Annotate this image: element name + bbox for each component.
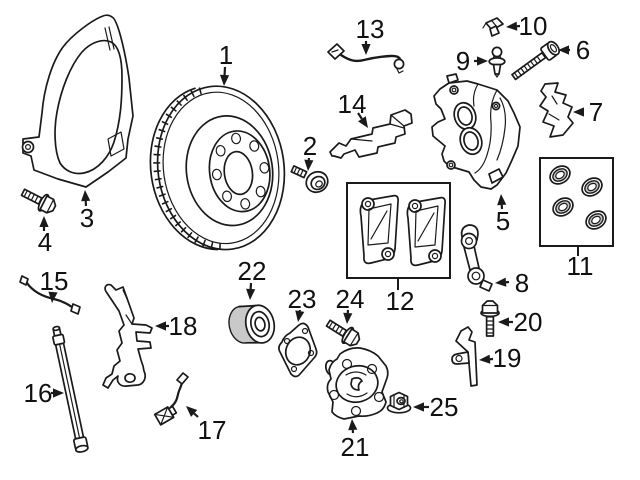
callout-arrow-5 — [497, 194, 507, 210]
callout-number-17: 17 — [198, 415, 227, 445]
part-19-sensor-bracket — [451, 326, 478, 387]
callout-arrow-19 — [479, 354, 494, 364]
callout-number-16: 16 — [24, 378, 53, 408]
callout-number-19: 19 — [493, 343, 522, 373]
part-6-caliper-bolt — [511, 40, 561, 81]
callout-arrow-6 — [558, 45, 570, 55]
callout-arrow-20 — [498, 317, 513, 327]
callout-15-sensor-wire: 15 — [40, 266, 69, 303]
callout-arrow-21 — [348, 419, 358, 434]
callout-1-brake-disc: 1 — [219, 40, 233, 86]
callout-number-12: 12 — [386, 286, 415, 316]
callout-arrow-16 — [51, 388, 64, 398]
callout-arrow-9 — [474, 56, 488, 66]
part-7-pad-retaining-spring — [539, 82, 574, 138]
part-18-hose-bracket — [102, 283, 153, 389]
kit-box-12-brake-pad-set: 12 — [346, 182, 451, 316]
callout-number-13: 13 — [356, 14, 385, 44]
callout-number-5: 5 — [496, 206, 510, 236]
part-9-bleeder-valve — [488, 46, 506, 78]
part-22-wheel-bearing — [228, 304, 276, 344]
callout-number-6: 6 — [576, 35, 590, 65]
callout-number-7: 7 — [589, 97, 603, 127]
callout-number-3: 3 — [80, 203, 94, 233]
callout-number-20: 20 — [514, 307, 543, 337]
callout-number-10: 10 — [519, 11, 548, 41]
part-10-bleeder-cap — [482, 17, 504, 37]
callout-13-wear-sensor-wire: 13 — [356, 14, 385, 55]
callout-22-wheel-bearing: 22 — [238, 256, 267, 300]
part-23-bearing-plate — [278, 322, 318, 378]
callout-number-9: 9 — [456, 46, 470, 76]
callout-arrow-7 — [573, 107, 584, 117]
callout-23-bearing-plate: 23 — [288, 284, 317, 322]
kit-box-11-caliper-seal-kit: 11 — [539, 157, 614, 281]
callout-arrow-17 — [186, 406, 199, 418]
callout-number-25: 25 — [430, 392, 459, 422]
callout-6-caliper-bolt: 6 — [558, 35, 590, 65]
callout-number-24: 24 — [336, 284, 365, 314]
kit-box-frame-11 — [539, 157, 614, 247]
callout-8-guide-link: 8 — [495, 268, 529, 298]
callout-arrow-1 — [219, 66, 230, 86]
part-13-wear-sensor-wire — [327, 43, 405, 74]
callout-arrow-2 — [304, 157, 314, 171]
callout-17-speed-sensor: 17 — [186, 406, 226, 445]
callout-arrow-8 — [495, 277, 510, 287]
part-21-wheel-hub — [324, 347, 389, 420]
callout-arrow-24 — [343, 309, 353, 324]
callout-20-bracket-bolt: 20 — [498, 307, 542, 337]
part-17-speed-sensor — [153, 372, 189, 426]
callout-arrow-4 — [39, 216, 49, 231]
callout-number-1: 1 — [219, 40, 233, 70]
callout-3-splash-shield: 3 — [80, 190, 94, 233]
callout-2-disc-screw: 2 — [303, 131, 317, 171]
callout-number-21: 21 — [341, 432, 370, 462]
part-25-axle-nut — [386, 391, 412, 414]
callout-25-axle-nut: 25 — [413, 392, 458, 422]
callout-arrow-23 — [295, 309, 305, 322]
callout-19-sensor-bracket: 19 — [479, 343, 521, 373]
callout-number-15: 15 — [40, 266, 69, 296]
callout-5-brake-caliper: 5 — [496, 194, 510, 236]
callout-arrow-13 — [361, 41, 371, 55]
callout-9-bleeder-valve: 9 — [456, 46, 488, 76]
callout-18-hose-bracket: 18 — [155, 311, 197, 341]
callout-number-22: 22 — [238, 256, 267, 286]
callout-21-wheel-hub: 21 — [341, 419, 370, 462]
callout-arrow-10 — [506, 21, 521, 31]
callout-number-2: 2 — [303, 131, 317, 161]
callout-arrow-3 — [81, 190, 91, 207]
callout-number-11: 11 — [567, 251, 594, 281]
callout-16-brake-hose: 16 — [24, 378, 64, 408]
part-5-brake-caliper — [431, 73, 521, 190]
part-3-splash-shield — [21, 14, 134, 188]
callout-arrow-15 — [48, 291, 58, 303]
callout-arrow-14 — [357, 112, 368, 128]
callout-10-bleeder-cap: 10 — [506, 11, 547, 41]
callout-arrow-25 — [413, 402, 429, 412]
callout-14-retainer-bracket: 14 — [338, 89, 368, 128]
part-8-guide-link — [460, 224, 493, 292]
callout-number-4: 4 — [38, 227, 52, 257]
callout-number-8: 8 — [515, 268, 529, 298]
part-14-retainer-bracket — [329, 109, 413, 159]
callout-number-14: 14 — [338, 89, 367, 119]
callout-7-pad-retaining-spring: 7 — [573, 97, 603, 127]
callout-4-shield-bolt: 4 — [38, 216, 52, 257]
part-16-brake-hose — [52, 325, 89, 453]
part-2-disc-screw — [290, 165, 329, 194]
callout-arrow-18 — [155, 321, 169, 331]
part-1-brake-disc — [149, 85, 286, 251]
callout-number-23: 23 — [288, 284, 317, 314]
callout-number-18: 18 — [169, 311, 198, 341]
callout-arrow-22 — [246, 282, 256, 300]
callout-24-hub-bolt: 24 — [336, 284, 365, 324]
